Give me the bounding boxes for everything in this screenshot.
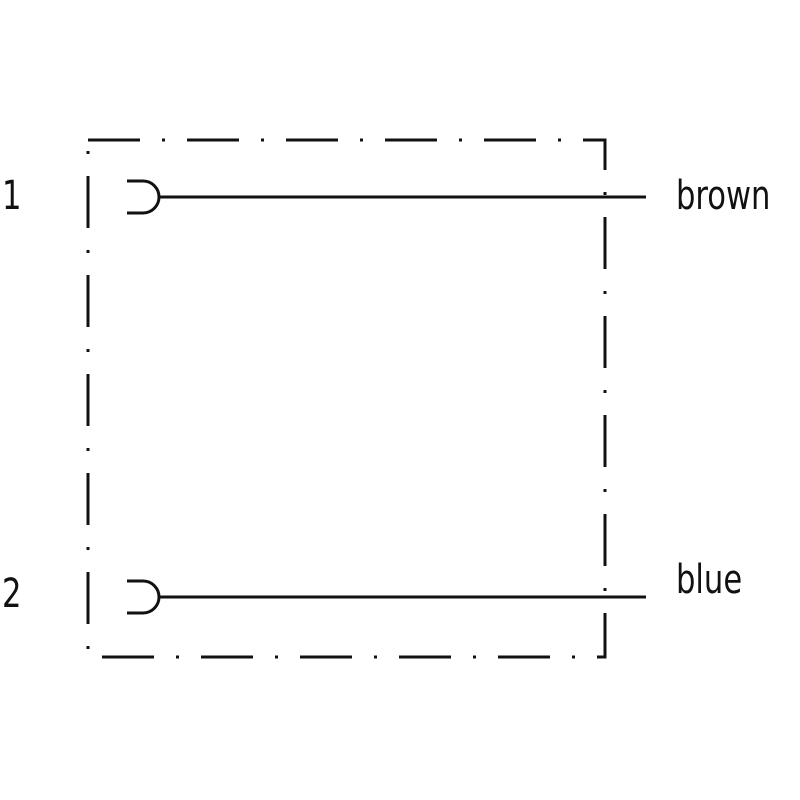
pin-2-number: 2 <box>2 571 22 617</box>
pin-2-wire-color: blue <box>676 557 743 603</box>
pin-1-number: 1 <box>2 173 22 219</box>
socket-icon <box>127 579 161 615</box>
pin-1-wire-color: brown <box>676 173 771 219</box>
pin-2-socket <box>127 579 646 615</box>
pin-1-socket <box>127 179 646 215</box>
housing-outline <box>86 138 607 659</box>
socket-icon <box>127 179 161 215</box>
